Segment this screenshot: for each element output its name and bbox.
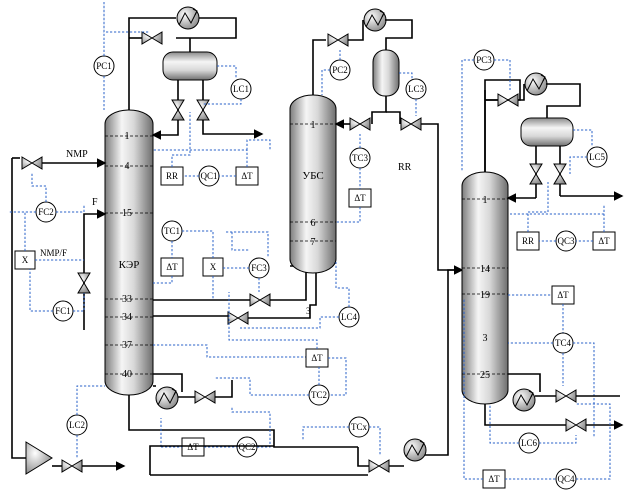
dt6-label: ΔT bbox=[598, 236, 610, 246]
tcx-label: TCx bbox=[351, 422, 368, 432]
lc1-label: LC1 bbox=[233, 84, 249, 94]
ker-reflux-valve-icon bbox=[171, 99, 185, 121]
pc1-label: PC1 bbox=[96, 61, 112, 71]
x2-label: X bbox=[210, 262, 217, 272]
col3-distillate-valve-icon bbox=[553, 163, 567, 185]
tcx-valve-icon bbox=[368, 459, 390, 473]
ubs-condenser-icon bbox=[363, 8, 387, 32]
lc3-label: LC3 bbox=[408, 84, 425, 94]
ubs-column-label: УБС bbox=[302, 170, 323, 182]
lc4-label: LC4 bbox=[341, 312, 358, 322]
ubs-reflux-valve-icon bbox=[349, 117, 371, 131]
ker-tray-37: 37 bbox=[122, 340, 132, 351]
ubs-tray-1: 1 bbox=[311, 120, 316, 131]
nmp-f-label: NMP/F bbox=[40, 248, 67, 258]
ker-column-label: КЭР bbox=[119, 259, 140, 271]
lc2-label: LC2 bbox=[69, 420, 85, 430]
stream-3-label: 3 bbox=[306, 306, 311, 316]
ker-tray-4: 4 bbox=[125, 161, 130, 172]
ker-condenser-icon bbox=[176, 6, 200, 30]
fc1-label: FC1 bbox=[55, 306, 71, 316]
ker-tray-15: 15 bbox=[122, 208, 132, 219]
side-draw-valve-icon bbox=[249, 293, 271, 307]
ubs-bottom-valve-icon bbox=[227, 311, 249, 325]
qc1-label: QC1 bbox=[200, 171, 217, 181]
pc3-label: PC3 bbox=[476, 55, 492, 65]
col3-reboiler-icon bbox=[512, 388, 536, 412]
col3-condenser-icon bbox=[524, 72, 548, 96]
qc4-label: QC4 bbox=[557, 474, 575, 484]
lc6-label: LC6 bbox=[521, 438, 538, 448]
col3-tray-25: 25 bbox=[480, 370, 490, 381]
ker-distillate-valve-icon bbox=[196, 99, 210, 121]
dt7-label: ΔT bbox=[557, 290, 569, 300]
fc2-label: FC2 bbox=[38, 207, 54, 217]
ker-bottoms-pump-icon bbox=[25, 441, 53, 475]
ubs-column: 1 УБС 6 7 bbox=[289, 94, 337, 274]
col3-reflux-valve-icon bbox=[529, 163, 543, 185]
col3-reboiler-valve-icon bbox=[555, 389, 577, 403]
x1-label: X bbox=[22, 255, 29, 265]
lc5-label: LC5 bbox=[589, 152, 606, 162]
ker-tray-33: 33 bbox=[122, 294, 132, 305]
dt1-label: ΔT bbox=[241, 171, 253, 181]
col3-label: 3 bbox=[483, 333, 488, 344]
tc4-label: TC4 bbox=[555, 338, 572, 348]
ker-reboiler-icon bbox=[155, 386, 179, 410]
ubs-vent-valve-icon bbox=[327, 33, 349, 47]
dt4-label: ΔT bbox=[187, 442, 199, 452]
dt5-label: ΔT bbox=[354, 193, 366, 203]
col3-reflux-drum-icon bbox=[520, 117, 574, 147]
tc2-label: TC2 bbox=[311, 390, 327, 400]
ker-tray-40: 40 bbox=[122, 369, 132, 380]
tc1-label: TC1 bbox=[164, 226, 180, 236]
ker-tray-1: 1 bbox=[125, 131, 130, 142]
fc3-label: FC3 bbox=[251, 263, 267, 273]
rr-out-label: RR bbox=[398, 162, 412, 173]
rr1-label: RR bbox=[166, 171, 178, 181]
bottoms-cooler-icon bbox=[403, 438, 427, 462]
tc3-label: TC3 bbox=[352, 153, 369, 163]
col3-tray-1: 1 bbox=[483, 195, 488, 206]
dt2-label: ΔT bbox=[166, 262, 178, 272]
rr3-label: RR bbox=[522, 236, 534, 246]
col3-vent-valve-icon bbox=[497, 93, 519, 107]
nmp-valve-icon bbox=[21, 156, 43, 170]
dt3-label: ΔT bbox=[311, 353, 323, 363]
ubs-tray-6: 6 bbox=[311, 218, 316, 229]
pc2-label: PC2 bbox=[332, 65, 348, 75]
ubs-tray-7: 7 bbox=[311, 237, 316, 248]
lc2-valve-icon bbox=[61, 459, 83, 473]
ubs-distillate-valve-icon bbox=[400, 117, 422, 131]
ker-reflux-drum-icon bbox=[162, 51, 218, 81]
qc3-label: QC3 bbox=[557, 236, 575, 246]
col3-tray-14: 14 bbox=[480, 264, 490, 275]
column-3: 1 14 19 3 25 bbox=[461, 171, 509, 405]
qc2-label: QC2 bbox=[238, 442, 255, 452]
feed-valve-icon bbox=[77, 272, 91, 294]
dt8-label: ΔT bbox=[488, 474, 500, 484]
ker-tray-34: 34 bbox=[122, 312, 132, 323]
ker-column: 1 4 15 КЭР 33 34 37 40 bbox=[104, 109, 154, 396]
ker-reboiler-valve-icon bbox=[194, 390, 216, 404]
col3-bottoms-valve-icon bbox=[565, 418, 587, 432]
nmp-label: NMP bbox=[66, 149, 88, 160]
ker-vent-valve-icon bbox=[141, 31, 163, 45]
ubs-reflux-drum-icon bbox=[372, 49, 400, 97]
feed-label: F bbox=[92, 197, 98, 208]
col3-tray-19: 19 bbox=[480, 290, 490, 301]
